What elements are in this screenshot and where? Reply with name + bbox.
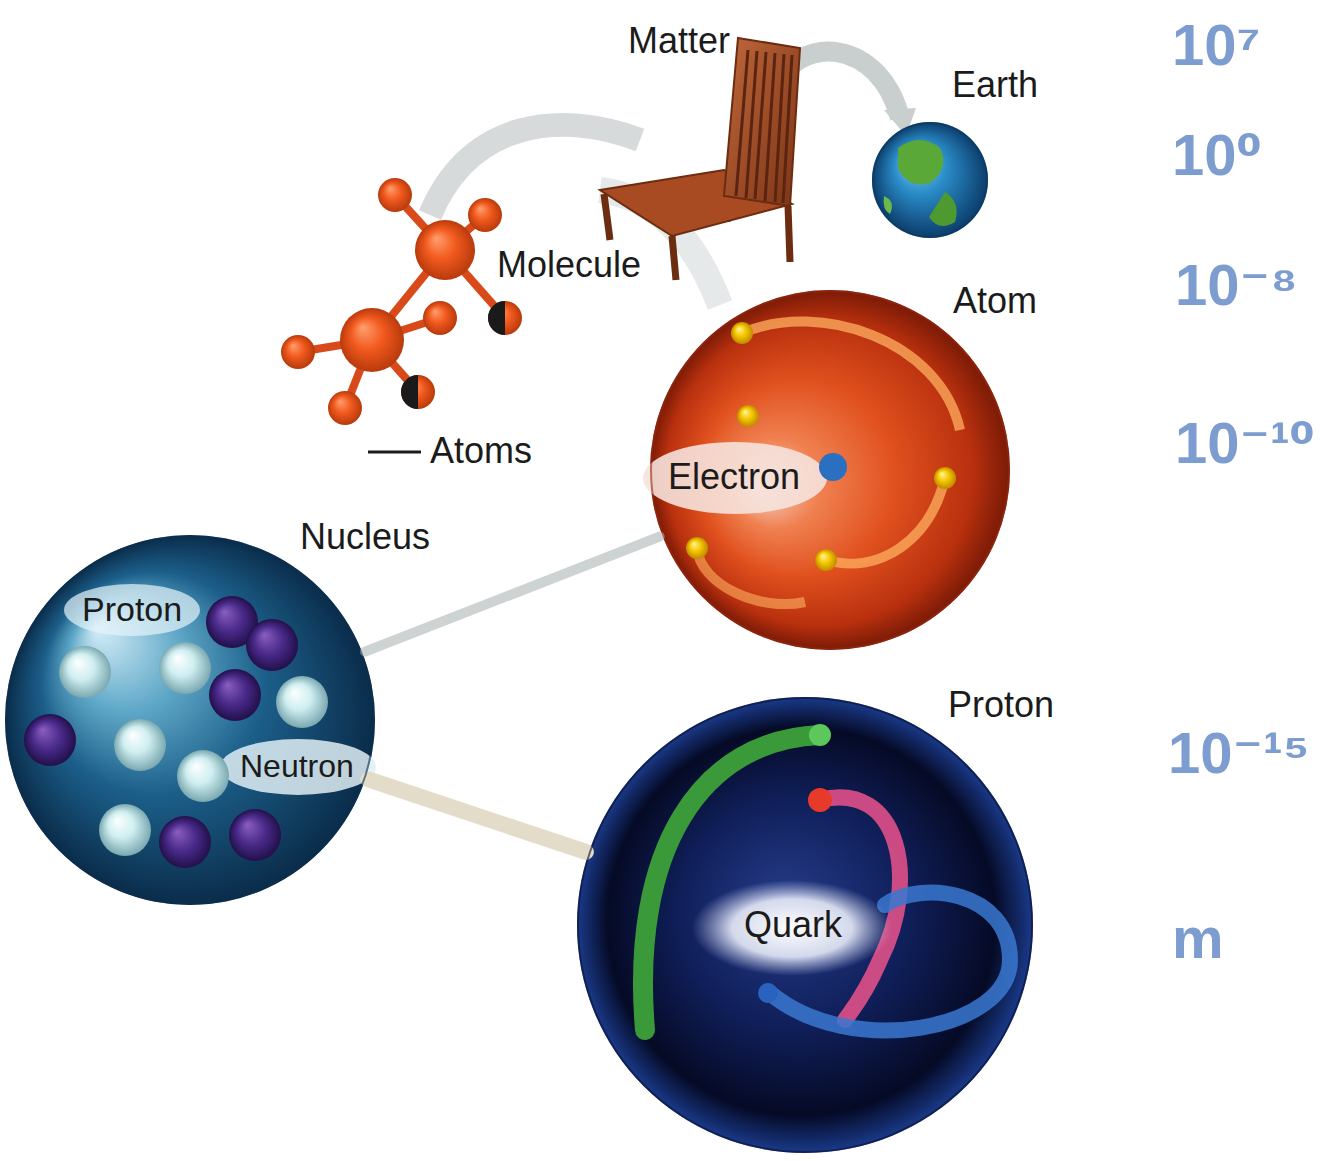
part-label: Matter bbox=[628, 20, 730, 61]
node-heading: Nucleus bbox=[300, 516, 430, 557]
nucleus-illustration bbox=[99, 804, 151, 856]
part-label: Molecule bbox=[497, 244, 641, 285]
proton-illustration bbox=[577, 697, 1033, 1153]
part-name: Proton bbox=[82, 590, 182, 629]
scale-value: 10⁻⁸ bbox=[1175, 252, 1298, 319]
atom-illustration bbox=[643, 442, 827, 514]
chair-illustration bbox=[775, 54, 784, 202]
nucleus-illustration bbox=[246, 619, 298, 671]
atom-illustration bbox=[686, 537, 708, 559]
proton-circle: ProtonQuark bbox=[577, 697, 1033, 1153]
zoom-connector bbox=[368, 779, 586, 852]
chair-illustration bbox=[788, 206, 790, 262]
atom-illustration bbox=[819, 453, 847, 481]
part-name: Electron bbox=[668, 456, 800, 497]
globe-illustration bbox=[898, 140, 943, 184]
chair-illustration bbox=[755, 52, 766, 199]
molecule-illustration bbox=[378, 178, 412, 212]
chair-illustration bbox=[736, 50, 748, 196]
molecule-illustration bbox=[488, 301, 505, 335]
chair-illustration bbox=[604, 194, 610, 240]
molecule-illustration bbox=[423, 301, 457, 335]
atom-illustration bbox=[826, 478, 945, 563]
proton-illustration bbox=[809, 724, 831, 746]
scale-value: 10⁰ bbox=[1172, 122, 1262, 189]
node-heading: Earth bbox=[952, 64, 1038, 105]
globe-illustration bbox=[872, 122, 988, 238]
molecule-illustration bbox=[401, 375, 435, 409]
circle-outline bbox=[5, 535, 375, 905]
node-heading: Proton bbox=[948, 684, 1054, 725]
atom-illustration bbox=[742, 322, 960, 430]
molecule-illustration bbox=[281, 335, 315, 369]
circle-outline bbox=[873, 123, 987, 237]
nucleus-illustration bbox=[276, 676, 328, 728]
atom-illustration bbox=[731, 322, 753, 344]
globe-illustration bbox=[929, 192, 957, 226]
leader-line bbox=[368, 452, 421, 453]
nucleus-illustration bbox=[159, 816, 211, 868]
atom-illustration bbox=[934, 467, 956, 489]
molecule-illustration bbox=[340, 308, 404, 372]
circle-outline bbox=[6, 536, 374, 904]
nucleus-illustration bbox=[114, 719, 166, 771]
nucleus-illustration bbox=[177, 750, 229, 802]
nucleus-illustration bbox=[5, 535, 375, 905]
part-name: Quark bbox=[744, 904, 842, 945]
circle-outline bbox=[578, 698, 1032, 1152]
atom-circle: AtomElectron bbox=[650, 290, 1010, 650]
zoom-band bbox=[430, 52, 916, 305]
scale-value: 10⁻¹⁰ bbox=[1175, 410, 1315, 477]
globe-illustration bbox=[872, 122, 988, 238]
proton-illustration bbox=[758, 983, 778, 1003]
chair-illustration bbox=[783, 55, 792, 203]
molecule-illustration bbox=[298, 195, 505, 408]
nucleus-illustration bbox=[220, 739, 376, 795]
nucleus-illustration bbox=[64, 584, 200, 636]
molecule-illustration bbox=[401, 375, 418, 409]
proton-illustration bbox=[692, 880, 892, 976]
molecule-illustration bbox=[281, 178, 522, 425]
chair-illustration bbox=[765, 53, 775, 201]
part-label: Atoms bbox=[430, 430, 532, 471]
proton-illustration bbox=[808, 788, 832, 812]
node-heading: Atom bbox=[953, 280, 1037, 321]
atom-illustration bbox=[737, 405, 759, 427]
circle-outline bbox=[651, 291, 1009, 649]
circle-outline bbox=[872, 122, 988, 238]
leader-line bbox=[368, 451, 421, 454]
nucleus-circle: NucleusProtonNeutron bbox=[5, 535, 375, 905]
part-name: Neutron bbox=[240, 748, 354, 785]
scale-value: 10⁷ bbox=[1172, 12, 1260, 79]
chair-illustration bbox=[724, 38, 800, 206]
atom-illustration bbox=[643, 290, 1010, 650]
scale-value: 10⁻¹⁵ bbox=[1168, 720, 1310, 787]
nucleus-illustration bbox=[159, 642, 211, 694]
proton-illustration bbox=[577, 697, 1033, 1153]
nucleus-illustration bbox=[5, 535, 376, 905]
atom-illustration bbox=[650, 290, 1010, 650]
chair-illustration bbox=[600, 38, 800, 280]
atom-illustration bbox=[815, 549, 837, 571]
nucleus-illustration bbox=[59, 646, 111, 698]
nucleus-illustration bbox=[24, 714, 76, 766]
molecule-illustration bbox=[468, 198, 502, 232]
unit-label: m bbox=[1172, 905, 1224, 972]
nucleus-illustration bbox=[209, 669, 261, 721]
globe-circle: Earth bbox=[872, 122, 988, 238]
globe-illustration bbox=[884, 196, 892, 214]
molecule-illustration bbox=[415, 220, 475, 280]
nucleus-illustration bbox=[229, 809, 281, 861]
molecule-illustration bbox=[328, 391, 362, 425]
chair-illustration bbox=[672, 236, 676, 280]
atom-illustration bbox=[697, 548, 805, 604]
molecule-illustration bbox=[488, 301, 522, 335]
